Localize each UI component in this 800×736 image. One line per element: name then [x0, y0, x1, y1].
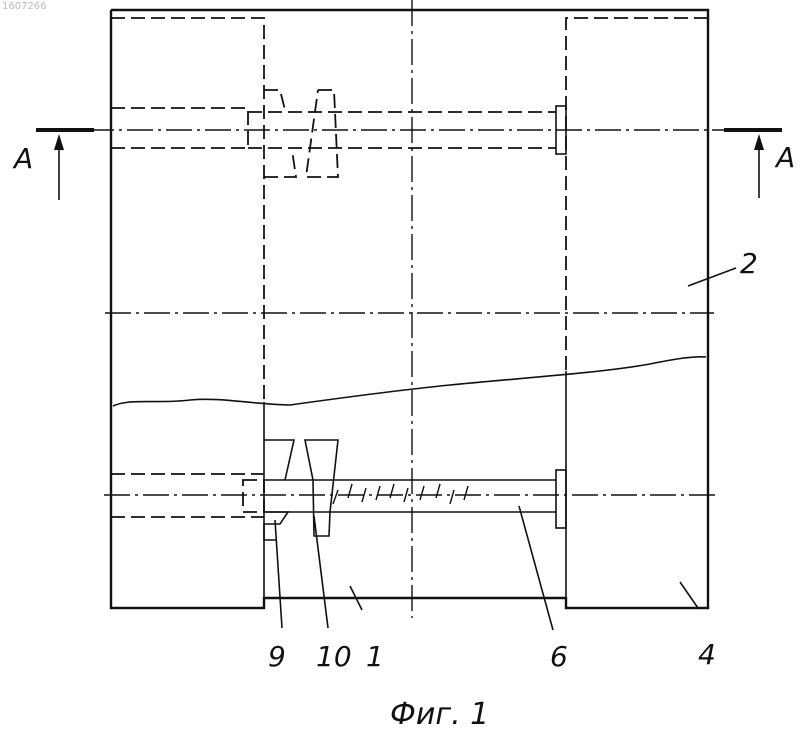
leader-lines: [275, 268, 736, 630]
hidden-walls: [111, 18, 708, 402]
center-lines: [88, 0, 730, 618]
section-mark-left: A: [12, 130, 94, 200]
upper-screw-assembly-hidden: [111, 90, 566, 177]
callout-9: 9: [268, 640, 286, 673]
lower-screw-assembly: [111, 440, 566, 540]
document-stamp: 1607266: [2, 1, 47, 12]
callout-10: 10: [316, 640, 352, 673]
housing-outline: [111, 10, 708, 608]
callout-4: 4: [698, 638, 716, 671]
section-mark-right: A: [724, 130, 795, 198]
section-label-left: A: [12, 142, 33, 175]
figure-caption: Фиг. 1: [390, 697, 489, 732]
callout-1: 1: [366, 640, 384, 673]
callout-6: 6: [550, 640, 568, 673]
section-label-right: A: [774, 141, 795, 174]
callout-2: 2: [740, 247, 758, 280]
break-line: [113, 357, 706, 406]
thread-hatching: [333, 484, 468, 504]
